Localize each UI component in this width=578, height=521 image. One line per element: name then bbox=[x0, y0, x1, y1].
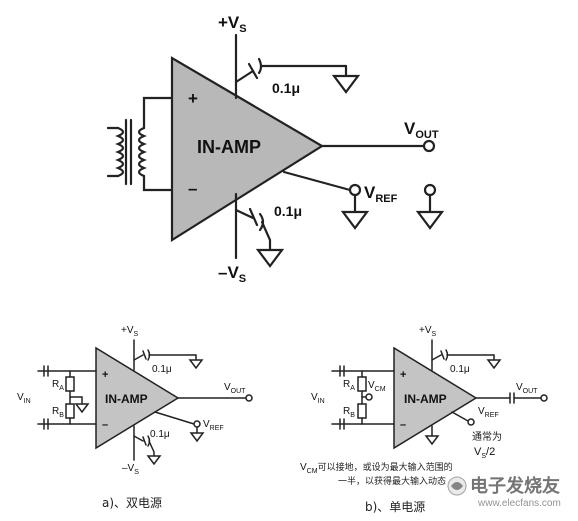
vref-terminal bbox=[348, 183, 362, 197]
vout-label: VOUT bbox=[404, 119, 439, 141]
cap-top-value: 0.1μ bbox=[272, 80, 300, 96]
ref-ground-terminal bbox=[423, 183, 437, 197]
vref-terminal bbox=[467, 418, 475, 426]
transformer-icon bbox=[106, 96, 180, 192]
vs-plus-label: +VS bbox=[419, 325, 437, 338]
watermark-name: 电子发烧友 bbox=[470, 475, 560, 497]
minus-input-label: – bbox=[102, 419, 108, 431]
ground-icon bbox=[189, 432, 205, 443]
vs-minus-label: –VS bbox=[122, 463, 139, 476]
rb-label: RB bbox=[52, 406, 64, 419]
plus-input-label: + bbox=[188, 89, 198, 108]
caption-b: b)、单电源 bbox=[365, 500, 425, 514]
vref-label: VREF bbox=[364, 183, 398, 205]
vref-label: VREF bbox=[478, 406, 499, 419]
in-amp-triangle bbox=[170, 56, 325, 242]
vout-terminal bbox=[540, 394, 548, 402]
watermark-logo: 电子发烧友 www.elecfans.com bbox=[447, 475, 561, 509]
ground-icon bbox=[486, 359, 502, 370]
vs-plus-label: +VS bbox=[218, 13, 247, 35]
vref-terminal bbox=[193, 420, 201, 428]
caption-a: a)、双电源 bbox=[102, 496, 162, 510]
capacitor-top-icon bbox=[234, 57, 361, 94]
in-amp-label: IN-AMP bbox=[197, 137, 261, 157]
in-amp-triangle bbox=[95, 346, 180, 450]
ground-icon bbox=[424, 435, 440, 446]
vcm-label: VCM bbox=[368, 380, 386, 393]
resistor-rb bbox=[357, 403, 367, 419]
plus-input-label: + bbox=[400, 369, 406, 381]
rb-label: RB bbox=[343, 406, 355, 419]
capacitor-bottom-icon bbox=[234, 207, 285, 268]
vcm-terminal bbox=[365, 393, 373, 401]
in-amp-label: IN-AMP bbox=[105, 392, 148, 406]
resistor-rb bbox=[65, 403, 75, 419]
single-supply-circuit: + – IN-AMP +VS 0.1μ VIN RA RB VCM bbox=[300, 325, 548, 514]
vcm-note-line2: 一半，以获得最大输入动态 bbox=[338, 475, 446, 487]
vs-minus-label: –VS bbox=[218, 263, 246, 285]
ra-label: RA bbox=[52, 379, 64, 392]
dual-supply-circuit: + – IN-AMP +VS 0.1μ –VS 0.1μ VIN bbox=[17, 325, 253, 510]
vref-note-line1: 通常为 bbox=[472, 430, 502, 443]
cap-bottom-value: 0.1μ bbox=[150, 429, 170, 440]
vout-label: VOUT bbox=[224, 382, 246, 395]
ra-label: RA bbox=[343, 379, 355, 392]
vout-label: VOUT bbox=[516, 382, 538, 395]
vs-plus-label: +VS bbox=[121, 325, 139, 338]
cap-bottom-value: 0.1μ bbox=[274, 203, 302, 219]
ground-icon bbox=[74, 403, 90, 414]
vout-terminal bbox=[422, 139, 436, 153]
in-amp-label: IN-AMP bbox=[404, 392, 447, 406]
cap-top-value: 0.1μ bbox=[450, 364, 470, 375]
ground-icon bbox=[415, 210, 445, 230]
ground-icon bbox=[188, 359, 204, 370]
vcm-note-line1: VCM可以接地，或设为最大输入范围的 bbox=[300, 461, 453, 475]
plus-input-label: + bbox=[102, 369, 108, 381]
minus-input-label: – bbox=[188, 179, 197, 198]
ground-icon bbox=[146, 455, 162, 466]
ground-icon bbox=[340, 210, 370, 230]
top-circuit: + – IN-AMP +VS 0.1μ –VS 0.1μ VOU bbox=[106, 13, 445, 285]
resistor-ra bbox=[65, 376, 75, 392]
vin-label: VIN bbox=[311, 392, 325, 405]
vref-note-line2: VS/2 bbox=[474, 446, 495, 460]
resistor-ra bbox=[357, 376, 367, 392]
ground-icon bbox=[255, 248, 285, 268]
vin-label: VIN bbox=[17, 392, 31, 405]
vout-terminal bbox=[245, 394, 253, 402]
vref-label: VREF bbox=[203, 419, 224, 432]
minus-input-label: – bbox=[400, 419, 406, 431]
watermark-url: www.elecfans.com bbox=[477, 498, 561, 509]
in-amp-triangle bbox=[393, 346, 478, 450]
ground-icon bbox=[331, 74, 361, 94]
cap-top-value: 0.1μ bbox=[152, 364, 172, 375]
